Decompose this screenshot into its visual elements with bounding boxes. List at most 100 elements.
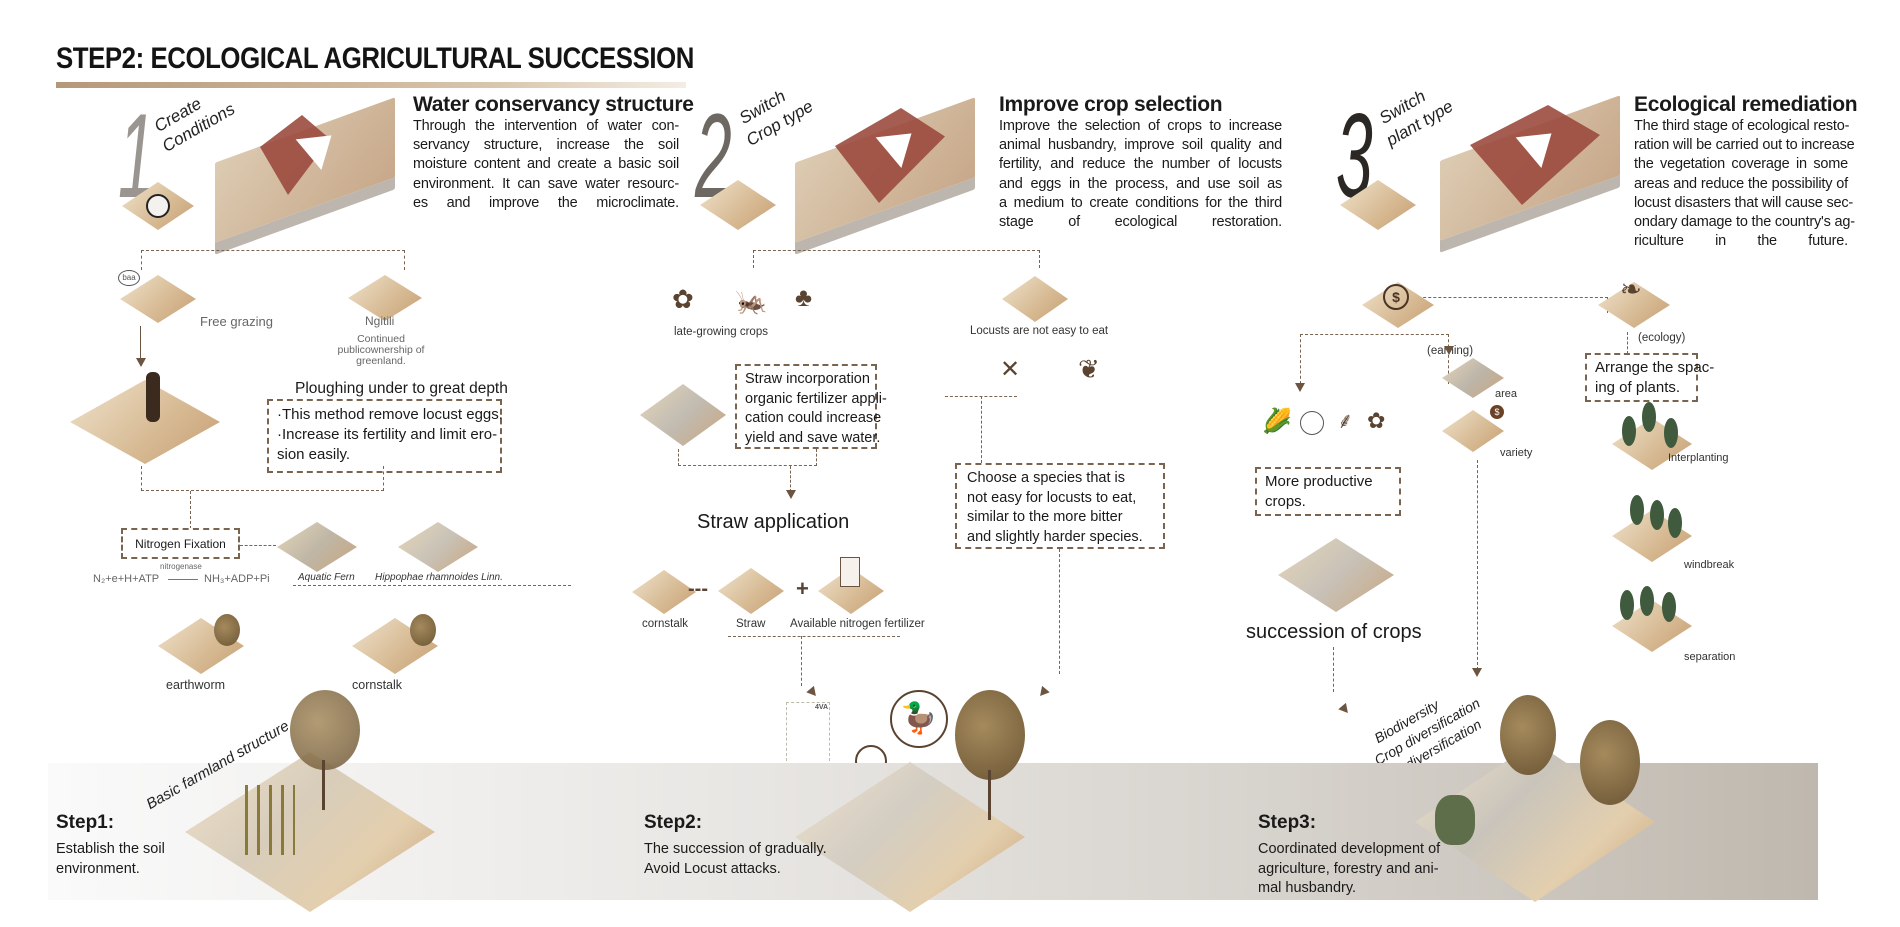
- text-line: moisture content and create a basic soil: [413, 156, 679, 173]
- text-line: crops.: [1265, 493, 1306, 510]
- aquatic-fern-tile: [277, 522, 357, 572]
- text-line: environment.: [56, 860, 140, 877]
- page-title: STEP2: ECOLOGICAL AGRICULTURAL SUCCESSIO…: [56, 42, 694, 75]
- tree-icon: [1622, 416, 1636, 446]
- stage-heading: Improve crop selection: [999, 93, 1223, 116]
- bitter-plant-icon: ❦: [1078, 354, 1100, 384]
- tree-icon: [1642, 402, 1656, 432]
- text-line: Choose a species that is: [967, 470, 1125, 486]
- step-text: The succession of gradually.Avoid Locust…: [644, 840, 827, 879]
- locust-icon: 🦗: [735, 286, 768, 316]
- connector-line: [141, 250, 405, 270]
- tree-icon: [1640, 586, 1654, 616]
- tree-icon: [1500, 695, 1556, 775]
- text-line: Establish the soil: [56, 841, 165, 857]
- connector-line: [1477, 460, 1478, 670]
- step-heading: Step3:: [1258, 812, 1317, 833]
- ploughing-note-box: ·This method remove locust eggs. ·Increas…: [267, 399, 503, 473]
- text-line: similar to the more bitter: [967, 509, 1123, 525]
- text-line: The third stage of ecological resto-: [1634, 118, 1850, 134]
- text-line: land.: [383, 355, 406, 367]
- arrow-down-icon: [1338, 702, 1352, 717]
- tree-trunk: [988, 770, 991, 820]
- ngitili-note: Continued publicownership of greenland.: [336, 334, 426, 367]
- connector-line: [1333, 647, 1334, 692]
- text-line: and eggs in the process, and use soil as: [999, 175, 1282, 192]
- formula-enzyme: nitrogenase: [160, 562, 202, 571]
- tree-icon: [955, 690, 1025, 780]
- text-line: ·Increase its fertility and limit ero-: [277, 426, 498, 443]
- text-line: ondary damage to the country's ag-: [1634, 214, 1855, 231]
- crossed-locust-icon: ✕: [1000, 356, 1021, 383]
- ngitili-label: Ngitili: [365, 314, 395, 328]
- hippophae-label: Hippophae rhamnoides Linn.: [375, 572, 503, 583]
- plus-sign: +: [796, 576, 809, 601]
- arrow-down-icon: [1036, 685, 1050, 700]
- tree-icon: [410, 614, 436, 646]
- ploughing-title: Ploughing under to great depth: [295, 380, 508, 397]
- locust-resistant-tile: [1002, 276, 1068, 322]
- connector-line: [801, 636, 802, 686]
- stage-body: The third stage of ecological resto-rati…: [1634, 117, 1855, 251]
- area-label: area: [1495, 388, 1518, 400]
- reaction-arrow: [168, 579, 198, 580]
- step-heading: Step2:: [644, 812, 703, 833]
- corn-rows: [245, 785, 295, 855]
- formula-right: NH₃+ADP+Pi: [204, 573, 270, 585]
- text-line: stage of ecological restoration.: [999, 214, 1282, 231]
- text-line: More productive: [1265, 473, 1373, 490]
- stage-heading: Water conservancy structure: [413, 93, 694, 116]
- tree-icon: [1620, 590, 1634, 620]
- ploughing-tile: [70, 380, 220, 464]
- text-line: Avoid Locust attacks.: [644, 860, 781, 877]
- text-line: Coordinated development of: [1258, 841, 1441, 857]
- text-line: locust disasters that will cause sec-: [1634, 194, 1854, 211]
- windbreak-label: windbreak: [1684, 559, 1735, 571]
- corn-icon: 🌽: [1262, 408, 1292, 435]
- connector-line: [190, 491, 191, 529]
- text-line: animal husbandry, improve soil quality a…: [999, 137, 1282, 154]
- speech-bubble: baa: [118, 270, 140, 286]
- straw-plant-tile: [640, 384, 726, 446]
- cornstalk-label: cornstalk: [642, 618, 689, 630]
- connector-line: [240, 545, 276, 546]
- arrange-spacing-box: Arrange the spac-ing of plants.: [1585, 353, 1714, 402]
- underline: [293, 585, 571, 586]
- step-text: Establish the soil environment.: [56, 840, 165, 879]
- text-line: not easy for locusts to eat,: [967, 489, 1137, 506]
- arrow-down-icon: [1444, 346, 1454, 355]
- tree-trunk: [322, 760, 325, 810]
- herb-icon: ⸙: [1337, 408, 1354, 433]
- succession-tile: [1278, 538, 1394, 612]
- stage-body: Through the intervention of water con-se…: [413, 117, 679, 213]
- coin-icon: $: [1383, 284, 1409, 310]
- connector-line: [1300, 334, 1449, 384]
- locusts-not-easy-label: Locusts are not easy to eat: [970, 325, 1109, 337]
- arrow-down-icon: [806, 685, 820, 700]
- stage-heading: Ecological remediation: [1634, 93, 1858, 116]
- separation-label: separation: [1684, 651, 1736, 663]
- connector-line: [678, 449, 817, 466]
- straw-label: Straw: [736, 618, 766, 630]
- text-line: ·This method remove locust eggs.: [277, 406, 503, 423]
- cycle-icon: [146, 194, 170, 218]
- cornstalk-tile: [632, 570, 696, 614]
- arrow-line: [140, 326, 141, 360]
- text-line: and slightly harder species.: [967, 528, 1143, 545]
- productive-crops-box: More productive crops.: [1255, 467, 1401, 516]
- arrow-down-icon: [786, 490, 796, 499]
- earthworm-label: earthworm: [166, 678, 226, 692]
- text-line: environment. It can save water resourc-: [413, 175, 679, 192]
- shrub-cluster: [1435, 795, 1475, 845]
- text-line: ownership of green: [356, 344, 425, 367]
- cotton-plant-icon: ✿: [672, 284, 694, 314]
- dollar-icon: $: [1490, 405, 1504, 419]
- text-line: areas and reduce the possibility of: [1634, 175, 1848, 192]
- tree-icon: [1668, 508, 1682, 538]
- text-line: Straw incorporation: [745, 371, 870, 387]
- sprout-icon: ❧: [1620, 274, 1642, 304]
- text-line: a medium to create conditions for the th…: [999, 194, 1282, 211]
- late-crops-label: late-growing crops: [674, 326, 768, 338]
